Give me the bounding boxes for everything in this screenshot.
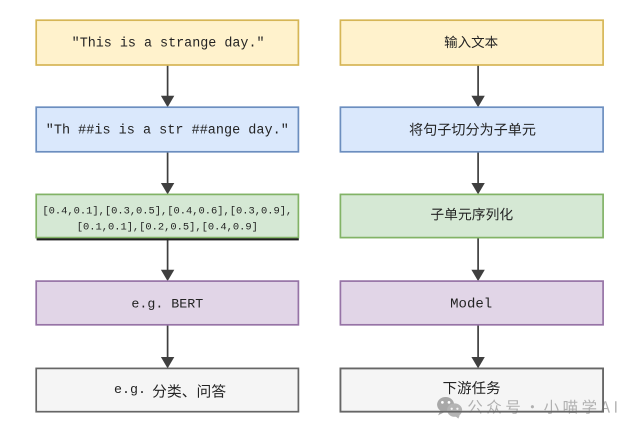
svg-text:e.g.: e.g. [114, 382, 146, 397]
svg-text:"Th ##is is a str ##ange day.": "Th ##is is a str ##ange day." [46, 123, 289, 138]
svg-text:Model: Model [450, 297, 492, 313]
svg-text:[0.1,0.1],[0.2,0.5],[0.4,0.9]: [0.1,0.1],[0.2,0.5],[0.4,0.9] [77, 221, 258, 233]
svg-text:[0.4,0.1],[0.3,0.5],[0.4,0.6],: [0.4,0.1],[0.3,0.5],[0.4,0.6],[0.3,0.9], [42, 205, 292, 217]
svg-text:"This is a strange day.": "This is a strange day." [72, 36, 265, 51]
svg-text:e.g. BERT: e.g. BERT [131, 296, 203, 311]
